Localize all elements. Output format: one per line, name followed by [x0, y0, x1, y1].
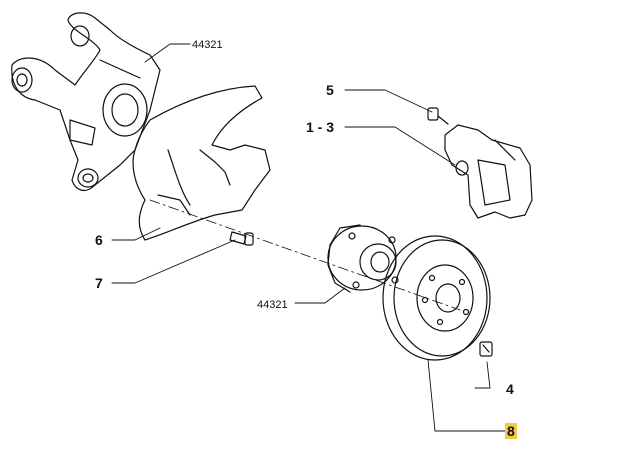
brake-caliper: [444, 124, 533, 219]
callout-shield-bolt: 7: [95, 275, 103, 291]
callout-bolt-top: 5: [326, 82, 334, 98]
wheel-hub: [327, 224, 399, 293]
leader-lines: [111, 43, 506, 432]
callout-disc-bolt: 4: [506, 381, 514, 397]
brake-shield: [132, 85, 271, 241]
assembly-axis-line: [149, 199, 461, 311]
callout-disc: 8: [505, 423, 517, 439]
brake-disc: [382, 235, 491, 361]
callout-knuckle-ref: 44321: [192, 39, 223, 51]
shield-bolt: [229, 231, 254, 246]
callout-hub-ref: 44321: [257, 299, 288, 311]
steering-knuckle: [11, 12, 161, 192]
caliper-bolt: [427, 107, 449, 125]
callout-shield: 6: [95, 232, 103, 248]
callout-caliper-range: 1 - 3: [306, 119, 335, 135]
disc-bolt: [479, 341, 493, 357]
